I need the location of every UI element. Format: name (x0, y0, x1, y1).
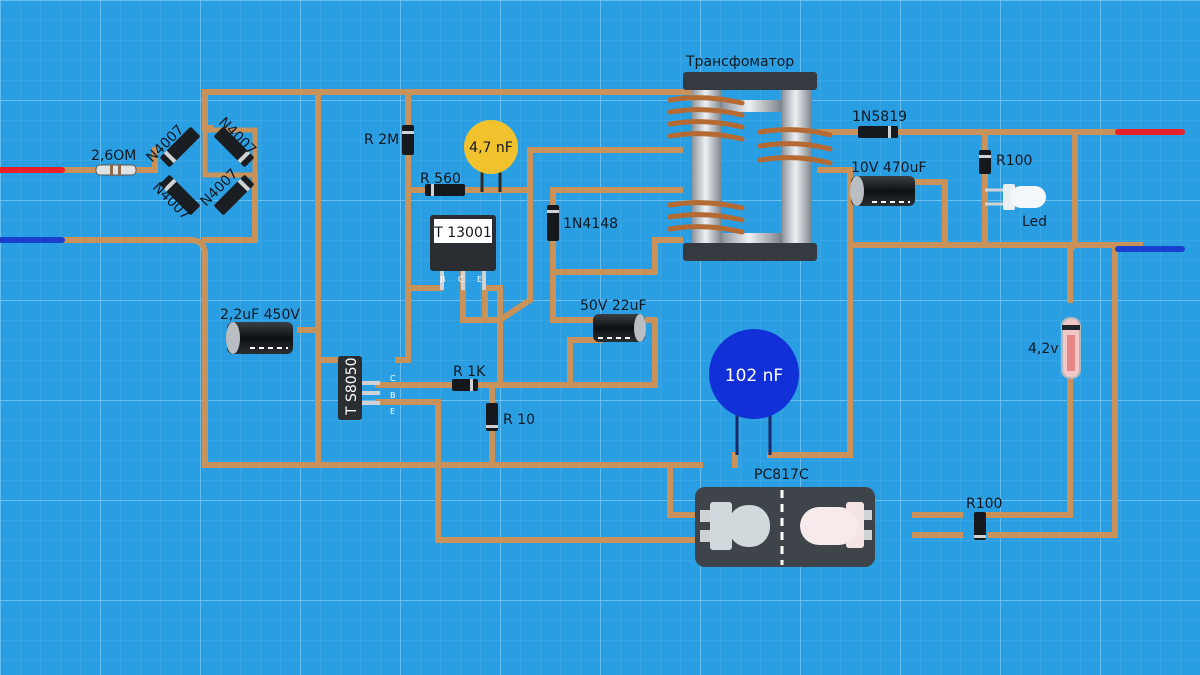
pin-e-label: E (477, 275, 482, 284)
fuse-label: 2,6OM (91, 148, 136, 164)
bridge-diode-4 (214, 175, 254, 215)
capacitor-22uf: 50V 22uF (580, 298, 647, 342)
pin-b2-label: B (390, 391, 396, 400)
capacitor-22uf-label: 50V 22uF (580, 298, 647, 314)
ceramic-capacitor-4-7nf: 4,7 nF (464, 120, 518, 192)
resistor-r100-top: R100 (979, 150, 1032, 174)
diode-1n5819-label: 1N5819 (852, 109, 907, 125)
resistor-10: R 10 (486, 403, 535, 431)
transistor-s8050-label: T S8050 (344, 357, 360, 416)
transistor-s8050: T S8050 C B E (338, 356, 396, 420)
bridge-diode-1 (160, 127, 200, 167)
pin-e2-label: E (390, 407, 395, 416)
zener-diode: 4,2v (1028, 317, 1081, 379)
ceramic-capacitor-102nf: 102 nF (709, 329, 799, 455)
resistor-2m: R 2M (364, 125, 414, 155)
capacitor-2-2uf: 2,2uF 450V (220, 307, 300, 354)
pin-c-label: C (458, 275, 464, 284)
fuse-resistor: 2,6OM (91, 148, 137, 176)
pin-b-label: B (440, 275, 446, 284)
transistor-13001: T 13001 B C E (430, 215, 496, 290)
resistor-560: R 560 (420, 171, 465, 196)
copper-traces (57, 89, 1143, 543)
resistor-10-label: R 10 (503, 412, 535, 428)
optocoupler-label: PC817C (754, 467, 809, 483)
resistor-1k-label: R 1K (453, 364, 486, 380)
bridge-diode-3 (160, 175, 200, 215)
resistor-2m-label: R 2M (364, 132, 399, 148)
resistor-1k: R 1K (452, 364, 486, 391)
resistor-r100-bottom-label: R100 (966, 496, 1002, 512)
transformer: Трансфоматор (667, 54, 833, 261)
resistor-r100-top-label: R100 (996, 153, 1032, 169)
transistor-13001-label: T 13001 (433, 225, 492, 241)
cap-4-7nf-label: 4,7 nF (469, 140, 513, 156)
resistor-r100-bottom: R100 (966, 496, 1002, 540)
capacitor-470uf-label: 10V 470uF (851, 160, 927, 176)
resistor-560-label: R 560 (420, 171, 461, 187)
pin-c2-label: C (390, 374, 396, 383)
led-label: Led (1022, 214, 1047, 230)
capacitor-470uf: 10V 470uF (850, 160, 927, 206)
diode-1n5819: 1N5819 (852, 109, 907, 138)
diode-1n4148-label: 1N4148 (563, 216, 618, 232)
diode-1n4148: 1N4148 (547, 205, 618, 241)
led: Led (985, 184, 1047, 230)
capacitor-2-2uf-label: 2,2uF 450V (220, 307, 300, 323)
input-wires (0, 129, 1185, 252)
zener-label: 4,2v (1028, 341, 1059, 357)
cap-102nf-label: 102 nF (725, 366, 783, 386)
transformer-label: Трансфоматор (685, 54, 794, 70)
optocoupler-pc817c: PC817C (695, 467, 875, 567)
bridge-diode-2 (214, 127, 254, 167)
